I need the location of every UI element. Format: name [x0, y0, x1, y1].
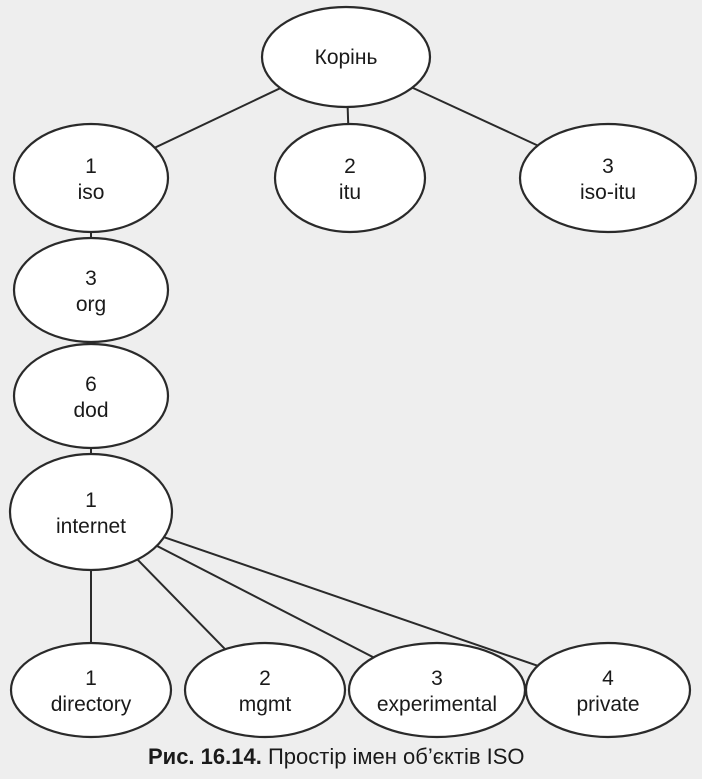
node-internet-label: internet — [56, 515, 126, 538]
figure-caption-text: Простір імен об’єктів ISO — [267, 744, 525, 769]
edge-internet-private — [90, 511, 609, 691]
node-root: Корінь — [260, 5, 432, 109]
node-org-ellipse — [12, 236, 170, 344]
node-org-number: 3 — [85, 267, 97, 290]
node-itu-number: 2 — [344, 155, 356, 178]
node-internet-ellipse — [8, 452, 174, 572]
node-iso-itu-label: iso-itu — [580, 181, 636, 204]
node-itu: 2 itu — [273, 122, 427, 234]
node-root-ellipse — [260, 5, 432, 109]
node-dod-label: dod — [73, 399, 108, 422]
node-directory-label: directory — [51, 693, 132, 716]
node-root-label: Корінь — [315, 46, 378, 69]
node-iso-itu-number: 3 — [602, 155, 614, 178]
node-mgmt: 2 mgmt — [183, 641, 347, 739]
node-iso-number: 1 — [85, 155, 97, 178]
node-dod-ellipse — [12, 342, 170, 450]
node-itu-ellipse — [273, 122, 427, 234]
node-itu-label: itu — [339, 181, 361, 204]
node-directory-ellipse — [9, 641, 173, 739]
node-internet: 1 internet — [8, 452, 174, 572]
node-org: 3 org — [12, 236, 170, 344]
node-experimental-number: 3 — [431, 667, 443, 690]
figure-caption-label: Рис. 16.14. — [148, 744, 262, 769]
node-dod-number: 6 — [85, 373, 97, 396]
node-private-number: 4 — [602, 667, 614, 690]
node-iso-itu-ellipse — [518, 122, 698, 234]
tree-nodes: Корінь1iso2itu3iso-itu3org6dod1internet1… — [8, 5, 698, 739]
node-mgmt-ellipse — [183, 641, 347, 739]
node-private-ellipse — [524, 641, 692, 739]
node-directory-number: 1 — [85, 667, 97, 690]
node-internet-number: 1 — [85, 489, 97, 512]
figure-caption: Рис. 16.14. Простір імен об’єктів ISO — [148, 744, 525, 770]
node-iso: 1 iso — [12, 122, 170, 234]
node-private: 4 private — [524, 641, 692, 739]
node-mgmt-number: 2 — [259, 667, 271, 690]
node-iso-itu: 3 iso-itu — [518, 122, 698, 234]
node-iso-ellipse — [12, 122, 170, 234]
node-iso-label: iso — [78, 181, 105, 204]
node-experimental-ellipse — [347, 641, 527, 739]
node-private-label: private — [576, 693, 639, 716]
node-org-label: org — [76, 293, 106, 316]
node-experimental-label: experimental — [377, 693, 497, 716]
node-directory: 1 directory — [9, 641, 173, 739]
node-experimental: 3 experimental — [347, 641, 527, 739]
node-dod: 6 dod — [12, 342, 170, 450]
node-mgmt-label: mgmt — [239, 693, 292, 716]
